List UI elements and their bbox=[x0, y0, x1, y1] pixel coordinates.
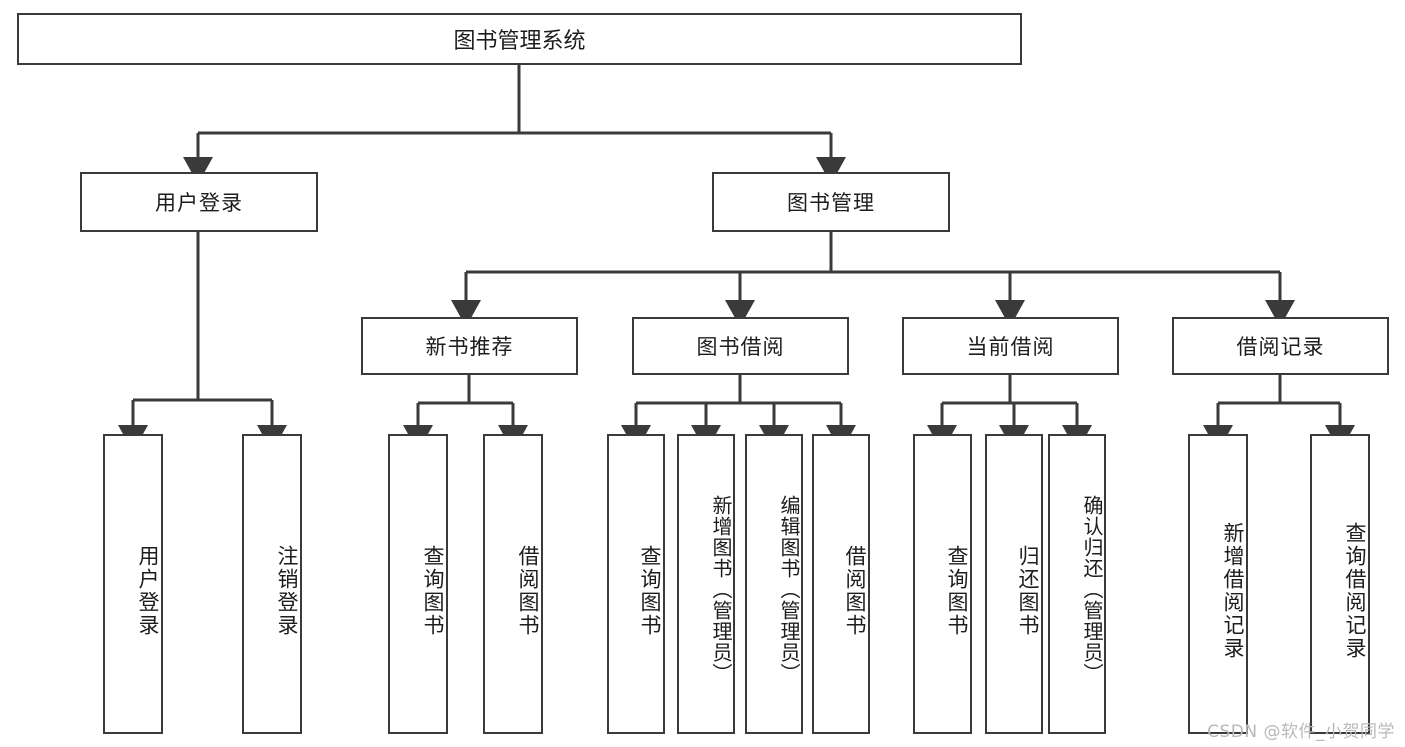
leaf-borrow-add-book-admin[interactable]: 新增图书（管理员） bbox=[677, 434, 735, 734]
leaf-record-query-record[interactable]: 查询借阅记录 bbox=[1310, 434, 1370, 734]
watermark: CSDN @软件_小贺同学 bbox=[1207, 722, 1395, 742]
node-current-borrow[interactable]: 当前借阅 bbox=[902, 317, 1119, 375]
node-book-management[interactable]: 图书管理 bbox=[712, 172, 950, 232]
leaf-new-book-query[interactable]: 查询图书 bbox=[388, 434, 448, 734]
leaf-borrow-edit-book-admin[interactable]: 编辑图书（管理员） bbox=[745, 434, 803, 734]
leaf-new-book-borrow[interactable]: 借阅图书 bbox=[483, 434, 543, 734]
node-borrow-record[interactable]: 借阅记录 bbox=[1172, 317, 1389, 375]
leaf-user-login-login[interactable]: 用户登录 bbox=[103, 434, 163, 734]
node-root-system[interactable]: 图书管理系统 bbox=[17, 13, 1022, 65]
leaf-user-login-logout[interactable]: 注销登录 bbox=[242, 434, 302, 734]
node-book-borrow[interactable]: 图书借阅 bbox=[632, 317, 849, 375]
leaf-borrow-query-book[interactable]: 查询图书 bbox=[607, 434, 665, 734]
leaf-borrow-borrow-book[interactable]: 借阅图书 bbox=[812, 434, 870, 734]
leaf-record-add-record[interactable]: 新增借阅记录 bbox=[1188, 434, 1248, 734]
node-user-login[interactable]: 用户登录 bbox=[80, 172, 318, 232]
leaf-current-query-book[interactable]: 查询图书 bbox=[913, 434, 972, 734]
leaf-current-return-book[interactable]: 归还图书 bbox=[985, 434, 1043, 734]
node-new-book-recommend[interactable]: 新书推荐 bbox=[361, 317, 578, 375]
leaf-current-confirm-return-admin[interactable]: 确认归还（管理员） bbox=[1048, 434, 1106, 734]
